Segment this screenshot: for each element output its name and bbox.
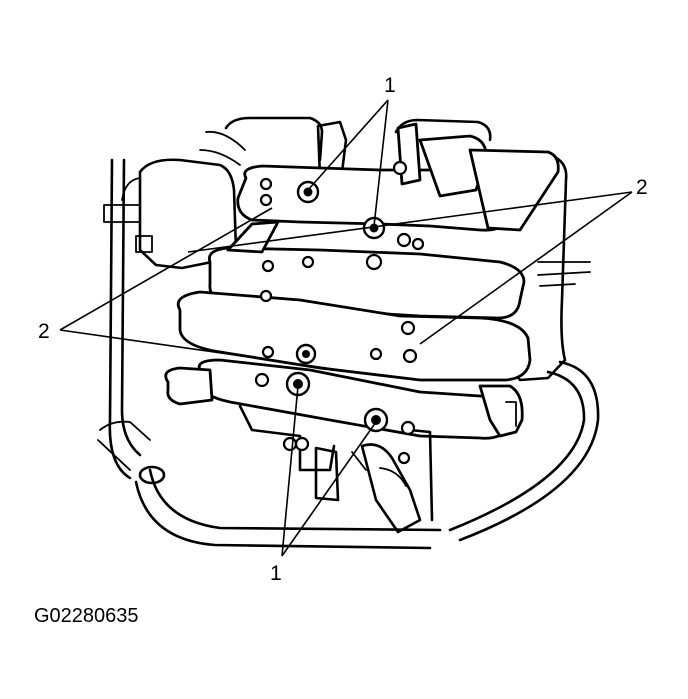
callout-1-top: 1 [384, 74, 396, 97]
bolt-upper-right [362, 216, 386, 240]
callout-2-right: 2 [636, 176, 648, 199]
bolt-lower-left [285, 371, 311, 397]
callout-2-left: 2 [38, 320, 50, 343]
bolt-upper-left [296, 180, 320, 204]
callout-1-bottom: 1 [270, 562, 282, 585]
bolt-mid-left [295, 343, 317, 365]
leader-lines [59, 99, 633, 557]
bolt-lower-right [363, 407, 389, 433]
engine-line-art [97, 116, 600, 550]
figure-id-label: G02280635 [34, 605, 139, 627]
